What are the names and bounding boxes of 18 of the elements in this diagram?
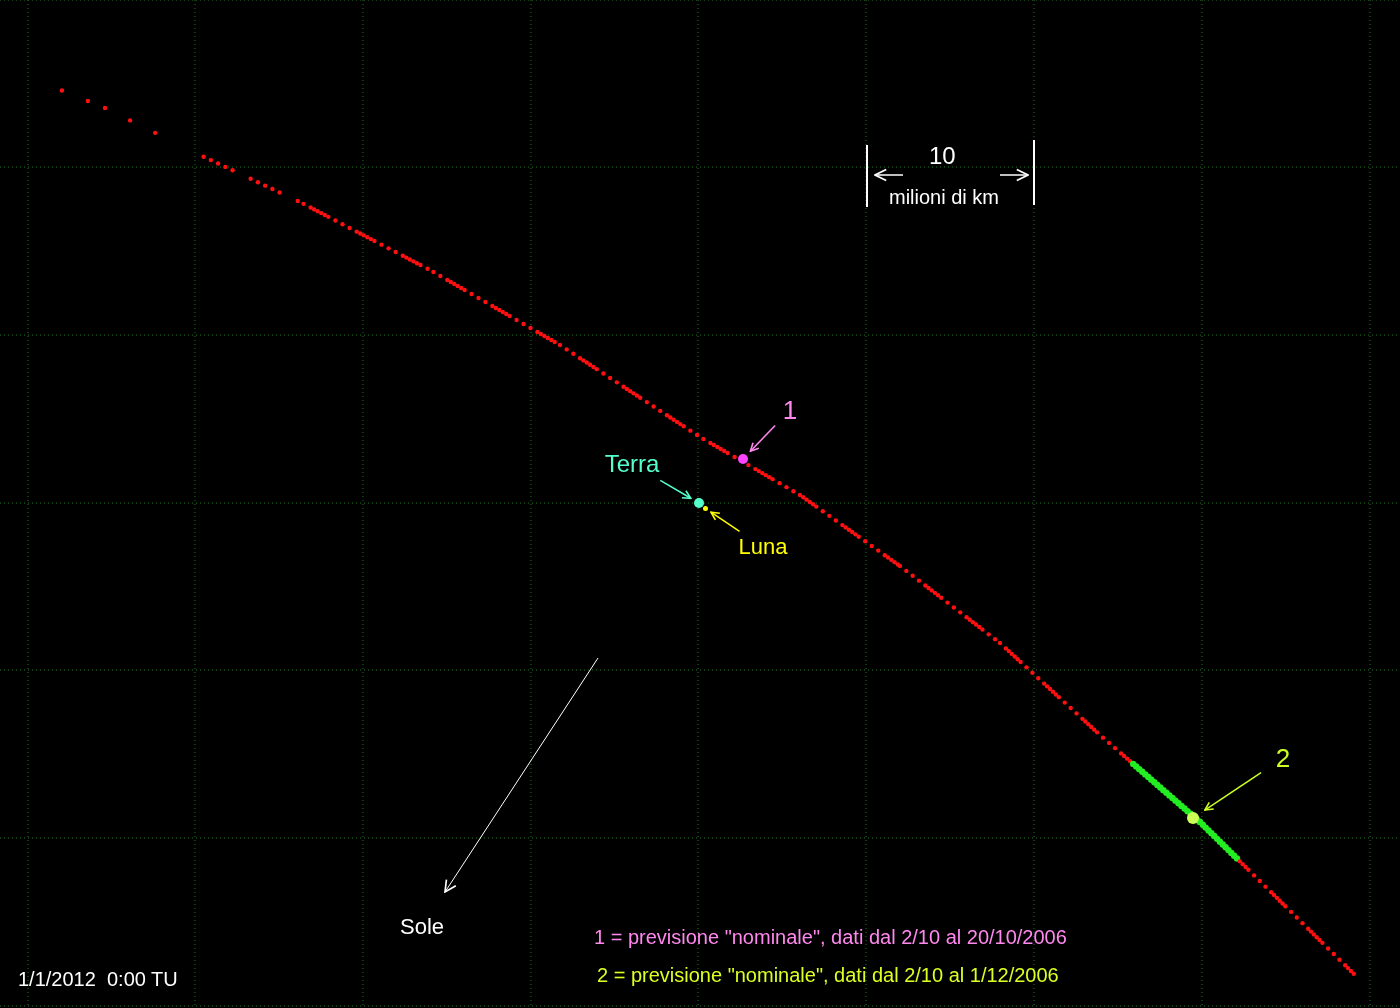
leader-arrow [710, 511, 741, 533]
sun-direction-label: Sole [400, 915, 445, 940]
moon-dot [703, 506, 708, 511]
leader-arrow [1204, 771, 1262, 811]
earth-label: Terra [598, 451, 666, 477]
legend-note: 2 = previsione "nominale", dati dal 2/10 al 1/12/2006 [597, 964, 1059, 986]
position-dot [1187, 812, 1199, 824]
date-label: 1/1/2012 0:00 TU [18, 968, 178, 990]
legend-note: 1 = previsione "nominale", dati dal 2/10 al 20/10/2006 [594, 926, 1067, 948]
moon-label: Luna [735, 535, 791, 559]
callout-number: 1 [780, 396, 800, 424]
leader-arrow [659, 479, 692, 500]
scale-value: 10 [929, 143, 956, 170]
callout-number: 2 [1272, 744, 1294, 772]
earth-dot [694, 498, 704, 508]
scale-unit: milioni di km [889, 186, 1000, 208]
leader-arrow [749, 424, 776, 453]
position-dot [738, 454, 748, 464]
